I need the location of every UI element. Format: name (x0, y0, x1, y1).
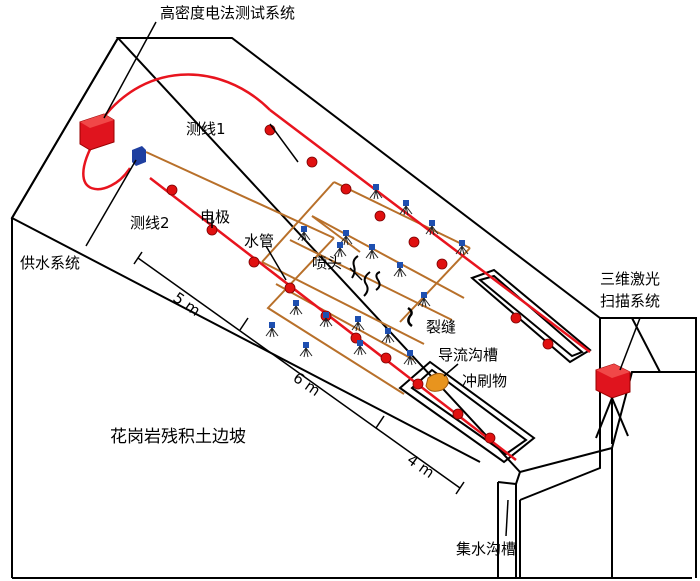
sprinkler-nozzle-icon (381, 328, 395, 344)
electrode (412, 378, 424, 390)
electrode (284, 282, 296, 294)
label-laser-scanner-1: 三维激光 (600, 270, 660, 288)
slope-outline (10, 37, 697, 579)
sprinkler-nozzle-icon (425, 220, 439, 236)
label-laser-scanner-2: 扫描系统 (600, 292, 660, 310)
label-diversion-trench: 导流沟槽 (438, 346, 498, 364)
label-nozzle: 喷头 (312, 254, 342, 272)
label-scour: 冲刷物 (462, 372, 507, 390)
electrode (484, 432, 496, 444)
leader-lines (85, 21, 641, 537)
electrode (374, 210, 386, 222)
sprinkler-nozzle-icon (369, 184, 383, 200)
electrode (248, 256, 260, 268)
sprinkler-nozzle-icon (365, 244, 379, 260)
crack-squiggle-icon (351, 255, 413, 328)
electrode (408, 236, 420, 248)
electrode-group (166, 124, 554, 444)
sprinkler-nozzle-icon (353, 340, 367, 356)
sprinkler-nozzle-icon (297, 226, 311, 242)
sprinkler-nozzle-icon (455, 240, 469, 256)
water-pipe-network (145, 151, 471, 395)
electrode (452, 408, 464, 420)
label-line-1: 测线1 (186, 120, 226, 138)
nozzle-group (265, 184, 469, 366)
diversion-trench-lower (398, 360, 536, 464)
scour-material-icon (425, 372, 449, 392)
electrode (380, 352, 392, 364)
label-crack: 裂缝 (426, 318, 456, 336)
electrode (166, 184, 178, 196)
dimension-lines (133, 251, 465, 495)
sprinkler-nozzle-icon (417, 292, 431, 308)
sprinkler-nozzle-icon (299, 342, 313, 358)
laser-scanner-icon (595, 363, 631, 444)
resistivity-instrument-icon (79, 113, 115, 151)
sprinkler-nozzle-icon (393, 262, 407, 278)
sprinkler-nozzle-icon (399, 200, 413, 216)
sprinkler-nozzle-icon (289, 300, 303, 316)
electrode (510, 312, 522, 324)
electrode (306, 156, 318, 168)
label-electrode: 电极 (200, 208, 230, 226)
sprinkler-nozzle-icon (351, 316, 365, 332)
label-collection-trench: 集水沟槽 (456, 540, 516, 558)
sprinkler-nozzle-icon (403, 350, 417, 366)
label-water-supply: 供水系统 (20, 254, 80, 272)
electrode (436, 258, 448, 270)
electrode (340, 183, 352, 195)
sprinkler-nozzle-icon (265, 322, 279, 338)
label-resistivity-system: 高密度电法测试系统 (160, 4, 295, 22)
label-slope: 花岗岩残积土边坡 (110, 427, 246, 447)
label-line-2: 测线2 (130, 214, 170, 232)
survey-line-1 (269, 109, 591, 353)
label-dim-6m: 6 m (290, 369, 324, 400)
sprinkler-nozzle-icon (333, 242, 347, 258)
label-dim-4m: 4 m (404, 451, 438, 482)
label-water-pipe: 水管 (244, 232, 274, 250)
electrode (542, 338, 554, 350)
labels: 高密度电法测试系统 测线1 测线2 电极 水管 供水系统 喷头 裂缝 导流沟槽 … (20, 4, 660, 558)
sprinkler-nozzle-icon (319, 312, 333, 328)
